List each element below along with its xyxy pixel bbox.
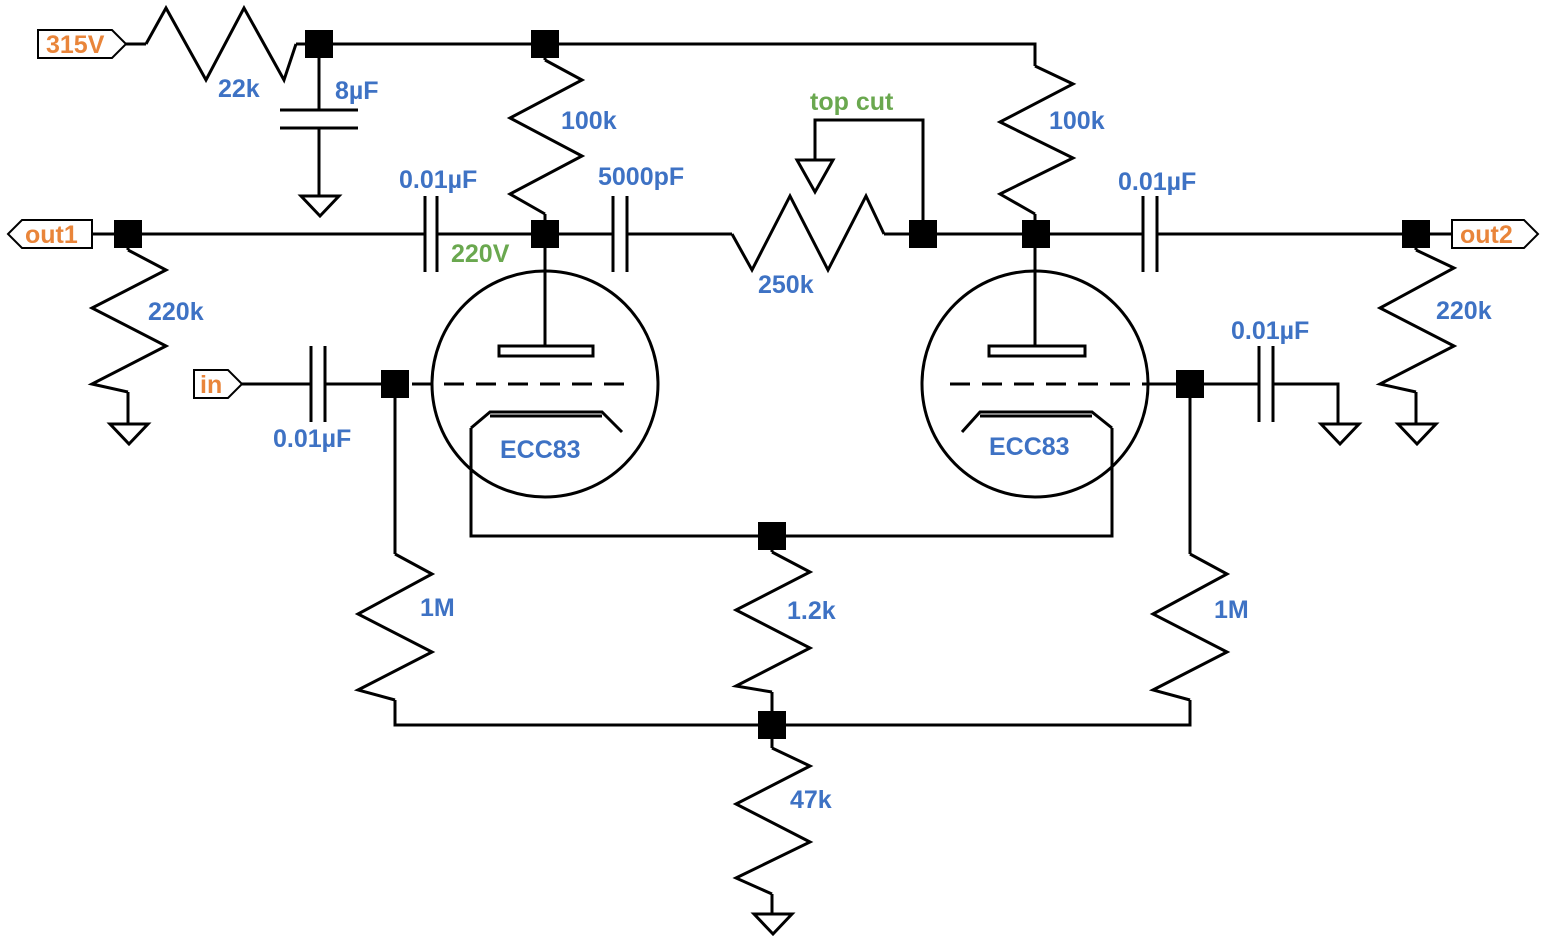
ground-icon [1394, 422, 1440, 447]
junction-node [1176, 370, 1204, 398]
resistor-1m-left [353, 552, 436, 702]
plate-right [987, 344, 1087, 358]
capacitors [280, 108, 1275, 422]
label-100k-left: 100k [561, 107, 617, 135]
capacitor-0-01uf-out2 [1141, 196, 1159, 272]
port-out2: out2 [1451, 219, 1540, 249]
wires [92, 42, 1452, 914]
label-1m-right: 1M [1214, 596, 1249, 624]
ground-icon [1317, 422, 1363, 447]
ground-icon [794, 158, 836, 196]
junction-node [758, 711, 786, 739]
junction-node [531, 30, 559, 58]
resistor-220k-right [1375, 248, 1458, 394]
resistor-1-2k [731, 550, 814, 694]
capacitor-0-01uf-grid [1257, 346, 1275, 422]
potentiometer-250k [730, 192, 886, 274]
label-ecc83-left: ECC83 [500, 436, 581, 464]
port-315v-label: 315V [46, 31, 105, 59]
cathode-right [960, 410, 1113, 434]
label-220v: 220V [451, 240, 510, 268]
label-1m-left: 1M [420, 594, 455, 622]
label-47k: 47k [790, 786, 832, 814]
ground-icon [106, 422, 152, 447]
junction-nodes [114, 30, 1430, 739]
junction-node [1022, 220, 1050, 248]
label-top-cut: top cut [810, 88, 894, 116]
port-out2-label: out2 [1460, 221, 1513, 249]
port-in: in [193, 369, 244, 399]
label-0-01uf-out1: 0.01µF [399, 166, 477, 194]
label-0-01uf-grid: 0.01µF [1231, 317, 1309, 345]
label-100k-right: 100k [1049, 107, 1105, 135]
junction-node [305, 30, 333, 58]
port-in-label: in [200, 371, 222, 399]
label-22k: 22k [218, 75, 260, 103]
tube-left [412, 269, 660, 499]
junction-node [531, 220, 559, 248]
junction-node [909, 220, 937, 248]
label-220k-left: 220k [148, 298, 204, 326]
port-out1: out1 [6, 219, 93, 249]
tube-right [920, 269, 1150, 499]
label-5000pf: 5000pF [598, 163, 684, 191]
resistor-220k-left [87, 248, 170, 394]
label-220k-right: 220k [1436, 297, 1492, 325]
label-250k: 250k [758, 271, 814, 299]
label-1-2k: 1.2k [787, 597, 836, 625]
label-8uf: 8µF [335, 77, 379, 105]
capacitor-8uf [280, 108, 358, 130]
label-0-01uf-input: 0.01µF [273, 425, 351, 453]
capacitor-0-01uf-out1 [423, 196, 439, 272]
resistor-100k-right [996, 64, 1077, 216]
resistor-100k-left [506, 58, 586, 216]
resistor-22k [144, 4, 298, 84]
resistor-47k [732, 746, 814, 896]
port-out1-label: out1 [25, 221, 78, 249]
junction-node [1402, 220, 1430, 248]
label-0-01uf-out2: 0.01µF [1118, 168, 1196, 196]
plate-left [497, 344, 595, 358]
port-315v: 315V [37, 29, 128, 59]
junction-node [381, 370, 409, 398]
junction-node [114, 220, 142, 248]
ground-icon [750, 912, 796, 937]
capacitor-5000pf [611, 196, 629, 272]
capacitor-0-01uf-input [309, 346, 327, 422]
label-ecc83-right: ECC83 [989, 433, 1070, 461]
ground-icon [297, 194, 343, 219]
junction-node [758, 522, 786, 550]
resistors [87, 4, 1458, 896]
cathode-left [470, 410, 624, 434]
labels: 22k 8µF 100k 100k top cut 0.01µF 5000pF … [148, 75, 1492, 814]
grounds [106, 158, 1440, 937]
resistor-1m-right [1148, 552, 1231, 702]
